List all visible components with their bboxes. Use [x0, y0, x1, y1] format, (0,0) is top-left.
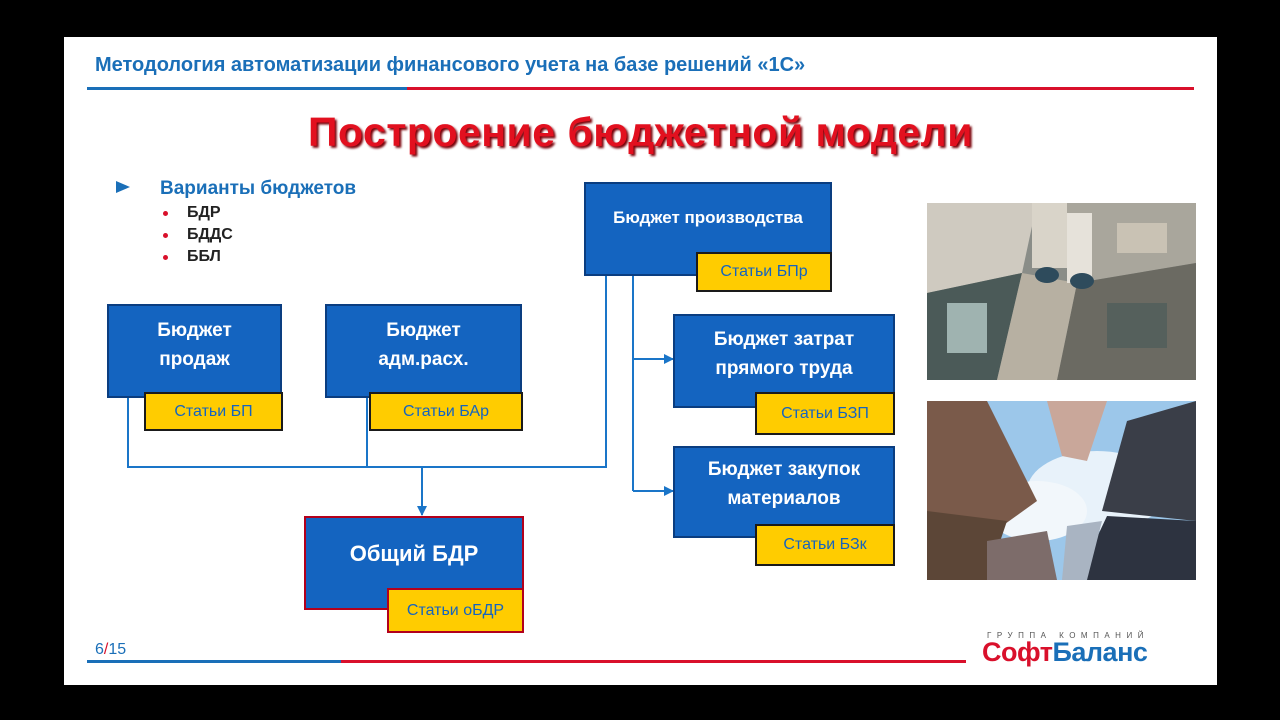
total-bdr-tag: Статьи оБДР: [387, 588, 524, 633]
sales-budget-box: Бюджет продаж: [107, 304, 282, 398]
slide-title: Построение бюджетной модели: [308, 109, 973, 155]
logo-subtitle: ГРУППА КОМПАНИЙ: [987, 631, 1149, 640]
materials-budget-title: Бюджет закупок материалов: [707, 459, 861, 509]
production-budget-tag: Статьи БПр: [696, 252, 832, 292]
connector-lines: [127, 276, 674, 516]
materials-budget-tag: Статьи БЗк: [755, 524, 895, 566]
slide: Методология автоматизации финансового уч…: [64, 37, 1217, 685]
bullet-dot-icon: [163, 211, 168, 216]
admin-budget-box: Бюджет адм.расх.: [325, 304, 522, 398]
header-divider-blue: [87, 87, 407, 90]
softbalance-logo: СофтБаланс: [982, 637, 1148, 667]
bullet-dot-icon: [163, 255, 168, 260]
total-bdr-title: Общий БДР: [349, 540, 479, 566]
variants-items: БДР БДДС ББЛ: [160, 204, 233, 270]
variants-heading: Варианты бюджетов: [160, 178, 357, 199]
footer-divider-red: [341, 660, 966, 663]
variant-item: БДДС: [160, 226, 233, 248]
sales-budget-title: Бюджет продаж: [157, 320, 232, 370]
production-budget-title: Бюджет производства: [613, 207, 803, 227]
photo-looking-down-skyscrapers: [927, 203, 1196, 380]
slide-header: Методология автоматизации финансового уч…: [95, 54, 806, 76]
page-number: 6/15: [95, 641, 127, 658]
bullet-dot-icon: [163, 233, 168, 238]
materials-budget-box: Бюджет закупок материалов: [673, 446, 895, 538]
sales-budget-tag: Статьи БП: [144, 392, 283, 431]
variant-item: ББЛ: [160, 248, 233, 270]
labor-budget-title: Бюджет затрат прямого труда: [713, 329, 855, 379]
labor-budget-tag: Статьи БЗП: [755, 392, 895, 435]
header-divider-red: [407, 87, 1194, 90]
photo-looking-up-skyscrapers: [927, 401, 1196, 580]
variant-item: БДР: [160, 204, 233, 226]
admin-budget-tag: Статьи БАр: [369, 392, 523, 431]
bullet-arrow-icon: [116, 181, 130, 193]
admin-budget-title: Бюджет адм.расх.: [378, 320, 469, 370]
footer-divider-blue: [87, 660, 341, 663]
